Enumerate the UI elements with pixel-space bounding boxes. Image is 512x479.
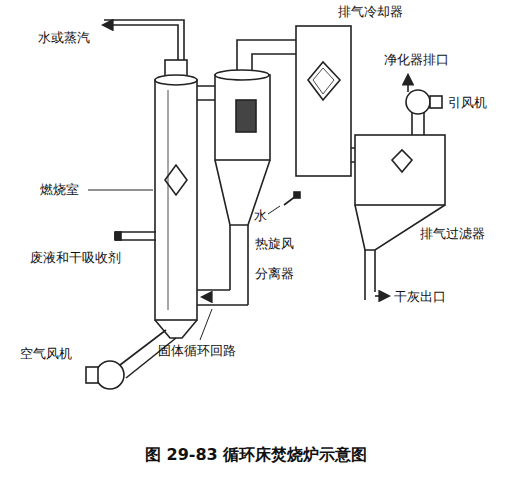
part-label: 热旋风 (255, 236, 294, 251)
outlet-label: 净化器排口 (384, 52, 449, 67)
part-label: 空气风机 (20, 346, 72, 361)
part-label: 排气冷却器 (338, 4, 403, 19)
part-label: 分离器 (255, 266, 294, 281)
flow-label: 水或蒸汽 (38, 30, 90, 45)
part-label: 固体循环回路 (158, 343, 236, 358)
part-label: 燃烧室 (40, 182, 79, 197)
flow-label: 水 (254, 208, 267, 223)
flow-label: 废液和干吸收剂 (30, 250, 121, 265)
part-label: 排气过滤器 (420, 226, 485, 241)
figure-caption: 图 29-83 循环床焚烧炉示意图 (145, 446, 367, 464)
outlet-label: 干灰出口 (394, 289, 446, 304)
part-label: 引风机 (448, 95, 487, 110)
